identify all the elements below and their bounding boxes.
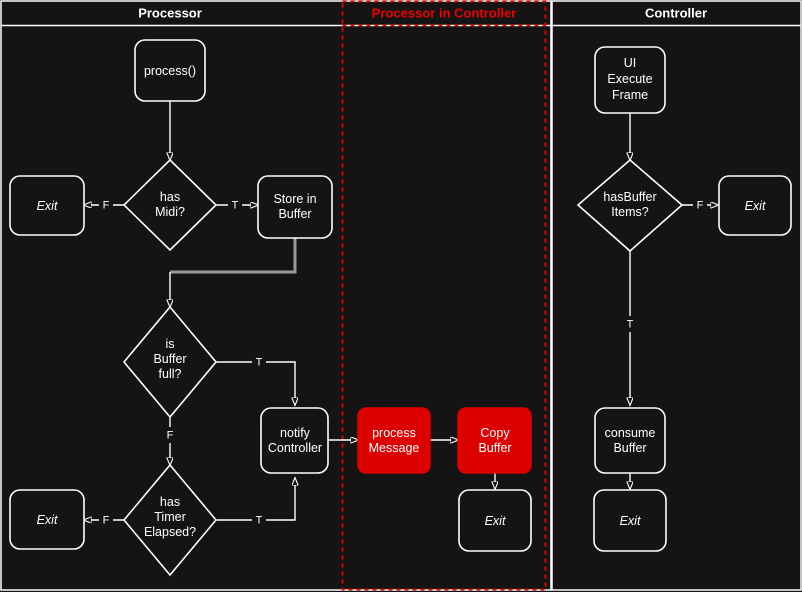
node-has-midi[interactable]: has Midi?: [122, 158, 218, 252]
lane-title-processor: Processor: [138, 5, 202, 20]
node-has-midi-line-0: has: [160, 190, 180, 204]
node-has-buffer-items[interactable]: hasBuffer Items?: [576, 158, 684, 253]
edge-label-layer: F T T F F T F T: [99, 197, 707, 528]
edge-has-timer-true: [216, 478, 295, 521]
node-exit-midi[interactable]: Exit: [9, 175, 85, 236]
edge-label-has-midi-true: T: [232, 199, 239, 211]
node-has-buffer-items-line-1: Items?: [611, 205, 649, 219]
node-has-midi-line-1: Midi?: [155, 205, 185, 219]
node-process-message[interactable]: process Message: [357, 407, 431, 474]
node-copy-buffer-line-0: Copy: [480, 426, 510, 440]
swimlane-processor: Processor: [0, 0, 552, 591]
node-process-message-line-0: process: [372, 426, 416, 440]
edge-label-has-timer-true: T: [256, 514, 263, 526]
node-notify-controller[interactable]: notify Controller: [260, 407, 329, 474]
node-exit-midi-line-0: Exit: [37, 199, 58, 213]
edge-label-has-buffer-items-true: T: [627, 318, 634, 330]
node-store-in-buffer-line-0: Store in: [273, 192, 316, 206]
node-is-buffer-full-line-0: is: [165, 337, 174, 351]
edge-label-is-buffer-full-true: T: [256, 356, 263, 368]
node-exit-timer[interactable]: Exit: [9, 489, 85, 550]
node-copy-buffer[interactable]: Copy Buffer: [457, 407, 532, 474]
node-consume-buffer-line-0: consume: [605, 426, 656, 440]
node-store-in-buffer-line-1: Buffer: [278, 207, 311, 221]
node-is-buffer-full[interactable]: is Buffer full?: [122, 305, 218, 419]
node-consume-buffer[interactable]: consume Buffer: [594, 407, 666, 474]
node-has-buffer-items-line-0: hasBuffer: [603, 190, 656, 204]
node-ui-execute-frame-line-0: UI: [624, 56, 637, 70]
node-has-timer-elapsed[interactable]: has Timer Elapsed?: [122, 463, 218, 577]
edge-is-buffer-full-true: [216, 361, 295, 405]
node-process-line-0: process(): [144, 64, 196, 78]
node-ui-execute-frame-line-2: Frame: [612, 88, 648, 102]
node-exit-copy[interactable]: Exit: [458, 489, 532, 552]
node-exit-timer-line-0: Exit: [37, 513, 58, 527]
node-copy-buffer-line-1: Buffer: [478, 441, 511, 455]
node-exit-consume[interactable]: Exit: [593, 489, 667, 552]
node-notify-controller-line-0: notify: [280, 426, 311, 440]
edge-label-has-buffer-items-false: F: [697, 199, 704, 211]
node-exit-buffer[interactable]: Exit: [718, 175, 792, 236]
node-exit-consume-line-0: Exit: [620, 514, 641, 528]
edge-label-has-timer-false: F: [103, 514, 110, 526]
node-has-timer-elapsed-line-0: has: [160, 495, 180, 509]
node-ui-execute-frame-line-1: Execute: [607, 72, 652, 86]
node-exit-buffer-line-0: Exit: [745, 199, 766, 213]
node-process[interactable]: process(): [134, 39, 206, 102]
node-is-buffer-full-line-2: full?: [159, 367, 182, 381]
node-is-buffer-full-line-1: Buffer: [153, 352, 186, 366]
node-store-in-buffer[interactable]: Store in Buffer: [257, 175, 333, 239]
swimlane-controller: Controller: [551, 0, 802, 591]
node-notify-controller-line-1: Controller: [268, 441, 322, 455]
node-exit-copy-line-0: Exit: [485, 514, 506, 528]
node-has-timer-elapsed-line-2: Elapsed?: [144, 525, 196, 539]
edge-label-is-buffer-full-false: F: [167, 429, 174, 441]
node-ui-execute-frame[interactable]: UI Execute Frame: [594, 46, 666, 114]
node-consume-buffer-line-1: Buffer: [613, 441, 646, 455]
edge-label-has-midi-false: F: [103, 199, 110, 211]
edge-store-to-is-buffer-full-gray: [170, 238, 297, 274]
lane-title-processor-in-controller: Processor in Controller: [372, 5, 516, 20]
lane-title-controller: Controller: [645, 5, 707, 20]
swimlane-processor-in-controller: Processor in Controller: [341, 0, 547, 591]
node-has-timer-elapsed-line-1: Timer: [154, 510, 185, 524]
node-process-message-line-1: Message: [369, 441, 420, 455]
